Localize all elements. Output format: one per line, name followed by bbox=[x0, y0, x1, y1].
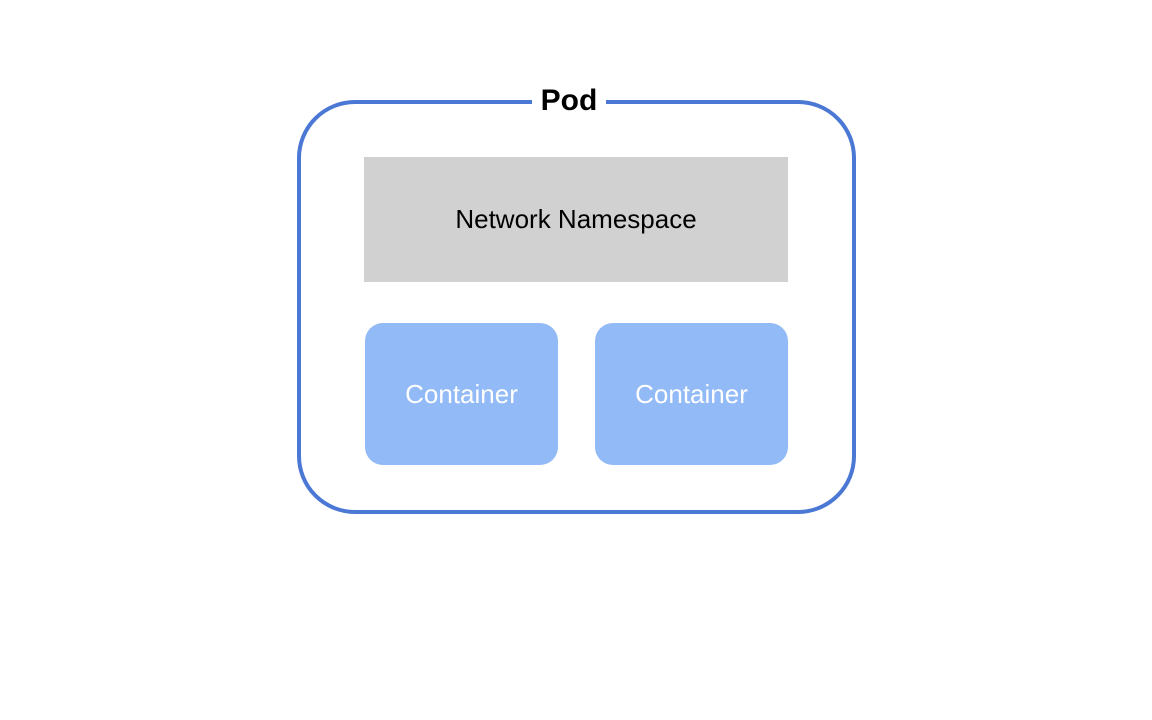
pod-label: Pod bbox=[532, 82, 606, 120]
network-namespace-label: Network Namespace bbox=[455, 204, 697, 234]
network-namespace-box: Network Namespace bbox=[364, 157, 788, 282]
container-box-1: Container bbox=[365, 323, 558, 465]
container-label-2: Container bbox=[635, 379, 748, 409]
container-box-2: Container bbox=[595, 323, 788, 465]
container-label-1: Container bbox=[405, 379, 518, 409]
